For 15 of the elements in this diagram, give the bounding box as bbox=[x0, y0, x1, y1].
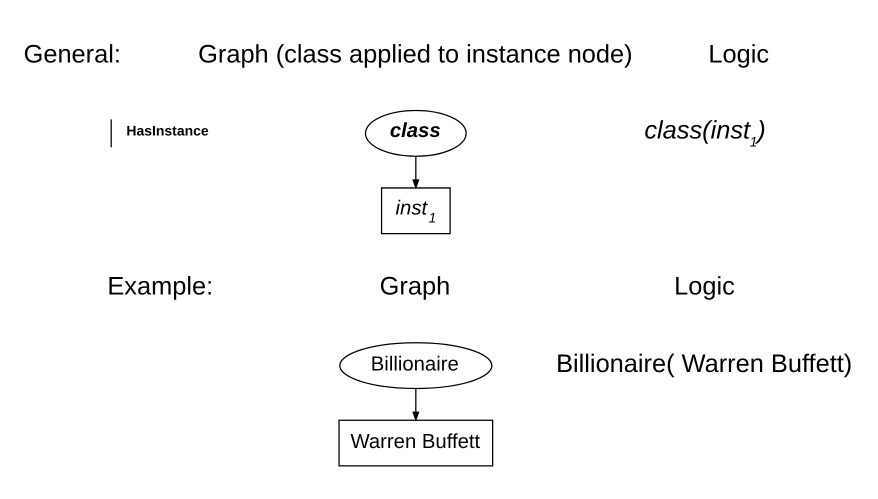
node-box: Warren Buffett bbox=[338, 420, 494, 467]
label: General: bbox=[24, 40, 121, 68]
label: Example: bbox=[107, 272, 214, 301]
label: Billionaire( Warren Buffett) bbox=[556, 350, 852, 378]
label: Graph (class applied to instance node) bbox=[198, 40, 633, 68]
label: class(inst$_{1}$) bbox=[644, 116, 766, 150]
label: Graph bbox=[380, 272, 450, 301]
arrow bbox=[412, 388, 420, 422]
label: Logic bbox=[708, 40, 770, 68]
node-box: inst$_{1}$ bbox=[380, 187, 451, 234]
arrow bbox=[412, 156, 420, 190]
node-ellipse: Billionaire bbox=[339, 342, 493, 390]
label: Logic bbox=[674, 272, 735, 301]
node-ellipse: class bbox=[364, 110, 467, 157]
legend-label: HasInstance bbox=[126, 122, 209, 139]
